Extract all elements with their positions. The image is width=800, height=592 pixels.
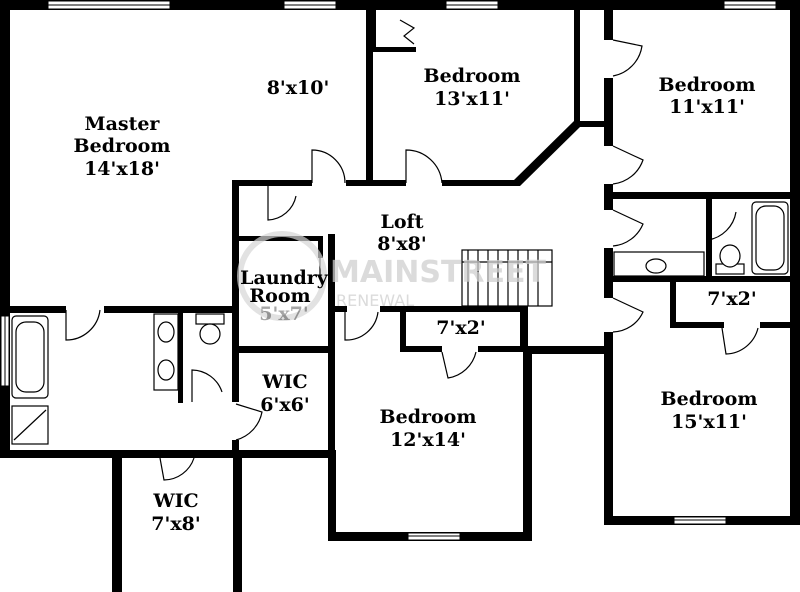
bedroom-top-name: Bedroom (424, 65, 521, 87)
master-bedroom-size: 14'x18' (84, 158, 160, 180)
wic-a-name: WIC (261, 371, 307, 393)
loft-size: 8'x8' (377, 233, 426, 255)
bedroom-top-size: 13'x11' (434, 88, 510, 110)
master-closet-size: 8'x10' (267, 77, 330, 99)
loft-name: Loft (381, 211, 424, 233)
room-labels: Master Bedroom 14'x18' 8'x10' Bedroom 13… (74, 65, 758, 535)
wic-a-size: 6'x6' (260, 394, 309, 416)
closet-center-size: 7'x2' (436, 317, 485, 339)
bedroom-right-bottom-name: Bedroom (661, 388, 758, 410)
bedroom-right-top-name: Bedroom (659, 74, 756, 96)
bedroom-right-bottom-size: 15'x11' (671, 411, 747, 433)
watermark-sub: RENEWAL (336, 291, 414, 310)
master-bedroom-name-2: Bedroom (74, 135, 171, 157)
watermark-brand: MAINSTREET (330, 255, 546, 290)
watermark: MAINSTREET RENEWAL (237, 231, 546, 321)
windows (0, 0, 777, 541)
master-bedroom-name-1: Master (85, 113, 161, 135)
bedroom-center-name: Bedroom (380, 406, 477, 428)
closet-right-size: 7'x2' (707, 288, 756, 310)
bedroom-right-top-size: 11'x11' (669, 96, 745, 118)
wic-b-size: 7'x8' (151, 513, 200, 535)
interior-walls (10, 10, 790, 458)
bedroom-center-size: 12'x14' (390, 429, 466, 451)
wic-b-name: WIC (152, 490, 198, 512)
laundry-room-name-2: Room (249, 285, 310, 307)
laundry-room-size: 5'x7' (259, 303, 308, 325)
fixtures (11, 201, 789, 445)
stair-treads (462, 250, 552, 306)
laundry-room-name-1: Laundry (240, 267, 329, 289)
